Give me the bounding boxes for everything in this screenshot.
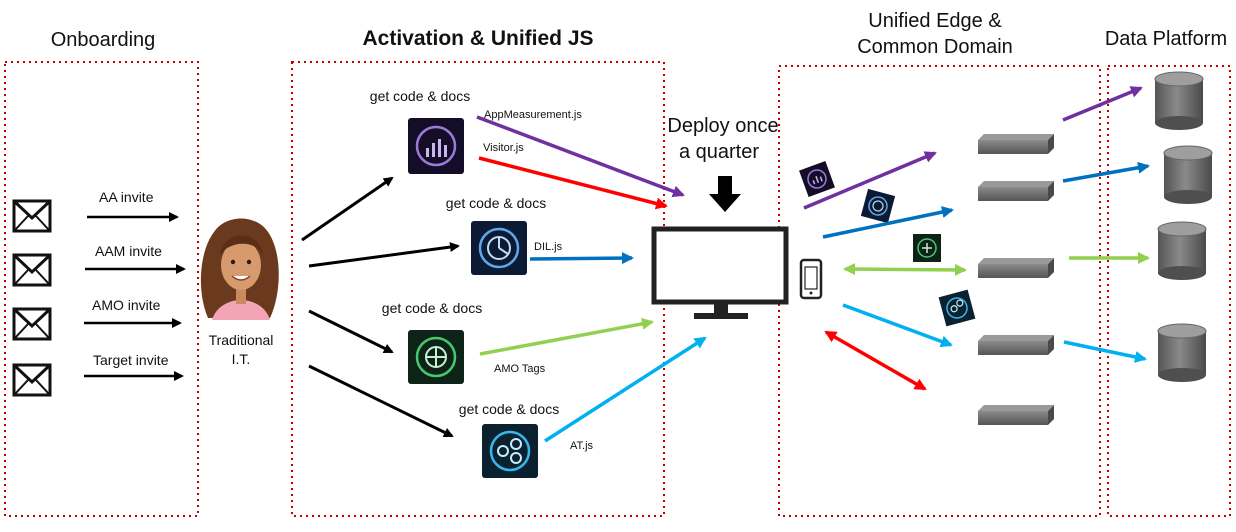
edge-frame xyxy=(778,65,1101,517)
flow-arrow-to-target xyxy=(308,364,454,438)
edge-server-icon xyxy=(978,258,1054,278)
library-label-visitor: Visitor.js xyxy=(483,142,524,154)
traditional-it-avatar xyxy=(200,218,279,320)
appmeasurement-arrow xyxy=(476,115,685,198)
persona-label-line2: I.T. xyxy=(232,351,251,367)
library-label-appmeasurement: AppMeasurement.js xyxy=(484,109,582,121)
activation-title: Activation & Unified JS xyxy=(362,27,593,50)
flow-arrow-to-audience-manager xyxy=(308,242,460,268)
edge-arrow-analytics xyxy=(803,151,937,210)
edge-arrow-visitor xyxy=(824,330,927,391)
activation-frame xyxy=(291,61,665,517)
deploy-label-line1: Deploy once xyxy=(667,115,778,137)
onboarding-frame xyxy=(4,61,199,517)
database-icon xyxy=(1157,221,1207,281)
invite-label-target: Target invite xyxy=(93,352,169,368)
invite-label-aam: AAM invite xyxy=(95,243,162,259)
edge-server-icon xyxy=(978,335,1054,355)
persona-label-line1: Traditional xyxy=(209,332,274,348)
edge-server-icon xyxy=(978,181,1054,201)
visitor-arrow xyxy=(478,156,668,210)
deploy-label-line2: a quarter xyxy=(679,141,759,163)
edge-title-line2: Common Domain xyxy=(857,36,1013,58)
get-code-label-media-optimizer: get code & docs xyxy=(382,300,482,316)
down-arrow-icon xyxy=(709,176,741,212)
media-optimizer-app-icon xyxy=(408,330,464,384)
mail-icon xyxy=(12,253,52,287)
mail-icon xyxy=(12,363,52,397)
edge-title-line1: Unified Edge & xyxy=(868,10,1002,32)
target-small-icon xyxy=(938,289,976,327)
platform-arrow-audience-manager xyxy=(1062,161,1150,183)
database-icon xyxy=(1154,71,1204,131)
edge-server-icon xyxy=(978,134,1054,154)
dil-arrow xyxy=(529,252,634,265)
media-optimizer-small-icon xyxy=(913,234,941,262)
edge-arrow-audience-manager xyxy=(822,206,954,239)
library-label-at: AT.js xyxy=(570,440,594,452)
flow-arrow-to-media-optimizer xyxy=(308,309,394,354)
get-code-label-analytics: get code & docs xyxy=(370,88,470,104)
mail-icon xyxy=(12,199,52,233)
analytics-app-icon xyxy=(408,118,464,174)
edge-server-icon xyxy=(978,405,1054,425)
database-icon xyxy=(1163,145,1213,205)
analytics-small-icon xyxy=(799,161,835,197)
mail-icon xyxy=(12,307,52,341)
audience-manager-app-icon xyxy=(471,221,527,275)
mobile-phone-icon xyxy=(799,258,823,300)
at-js-arrow xyxy=(544,336,707,443)
onboarding-title: Onboarding xyxy=(51,29,156,51)
platform-arrow-analytics xyxy=(1062,86,1143,122)
get-code-label-target: get code & docs xyxy=(459,401,559,417)
invite-label-amo: AMO invite xyxy=(92,297,161,313)
desktop-monitor-icon xyxy=(651,226,789,319)
flow-arrow-to-analytics xyxy=(301,176,394,242)
audience-manager-small-icon xyxy=(860,188,896,224)
amo-tags-arrow xyxy=(479,317,654,356)
library-label-amo: AMO Tags xyxy=(494,363,546,375)
edge-arrow-media-optimizer xyxy=(843,263,967,276)
invite-label-aa: AA invite xyxy=(99,189,154,205)
get-code-label-audience-manager: get code & docs xyxy=(446,195,546,211)
edge-arrow-target xyxy=(842,303,953,348)
platform-arrow-target xyxy=(1063,340,1147,363)
data-platform-title: Data Platform xyxy=(1105,28,1227,50)
database-icon xyxy=(1157,323,1207,383)
library-label-dil: DIL.js xyxy=(534,241,563,253)
target-app-icon xyxy=(482,424,538,478)
data-platform-frame xyxy=(1107,65,1231,517)
